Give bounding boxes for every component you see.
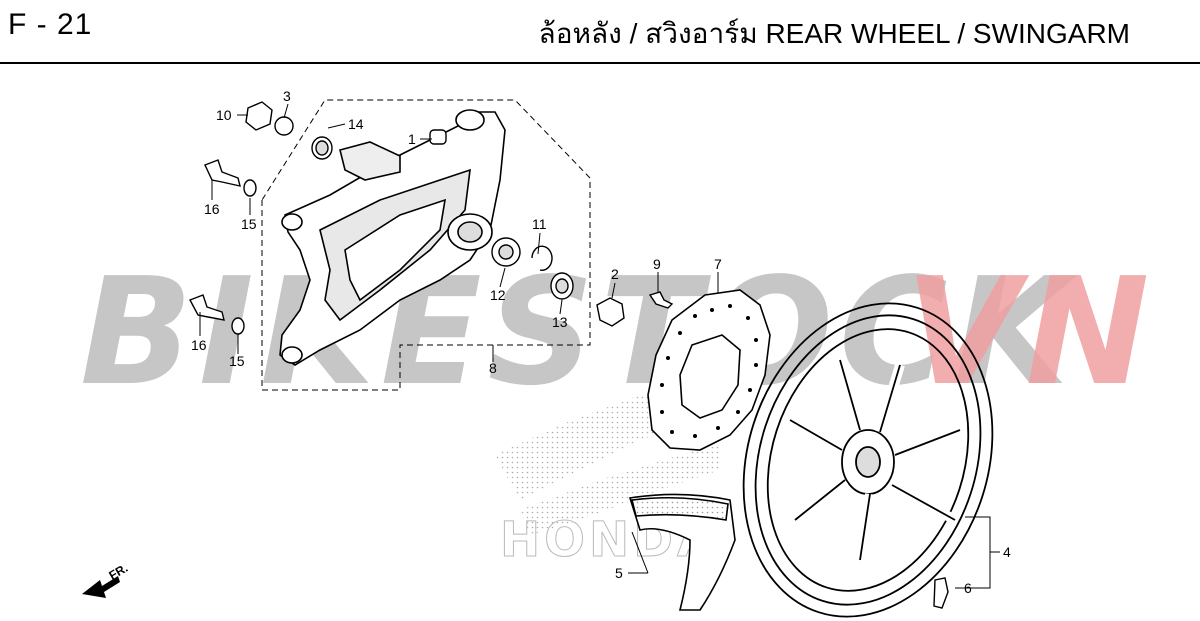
bolt-9	[648, 291, 674, 309]
callout-16-upper: 16	[204, 201, 220, 217]
page-code: F - 21	[8, 8, 93, 41]
circlip-11	[531, 245, 553, 271]
callout-10: 10	[216, 107, 232, 123]
header-divider	[0, 62, 1200, 64]
callout-13: 13	[552, 314, 568, 330]
washer-15-upper	[243, 179, 257, 197]
callout-15-lower: 15	[229, 353, 245, 369]
callout-9: 9	[653, 256, 661, 272]
front-direction-arrow: FR.	[82, 561, 130, 598]
callout-1: 1	[408, 131, 416, 147]
callout-5: 5	[615, 565, 623, 581]
front-direction-label: FR.	[107, 561, 131, 583]
callout-16-lower: 16	[191, 337, 207, 353]
tire-5	[628, 493, 736, 611]
swingarm-group-outline	[261, 99, 591, 391]
collar-2	[596, 297, 625, 327]
callout-3: 3	[283, 88, 291, 104]
callout-15-upper: 15	[241, 216, 257, 232]
swingarm	[279, 109, 506, 366]
callout-11: 11	[532, 216, 547, 232]
nut-10	[245, 101, 273, 131]
washer-15-lower	[231, 317, 245, 335]
callout-labels: 10 3 14 1 16 15 16 15 11 12 13 2 9 7 8 4…	[191, 88, 1011, 596]
brake-disc-7	[647, 289, 771, 451]
valve-6	[933, 577, 949, 609]
bolt-16-upper	[204, 159, 241, 187]
leader-lines	[199, 103, 1000, 589]
callout-6: 6	[964, 580, 972, 596]
callout-7: 7	[714, 256, 722, 272]
callout-14: 14	[348, 116, 364, 132]
collar-3	[274, 116, 294, 136]
callout-12: 12	[490, 287, 506, 303]
watermark-text-vn: VN	[905, 246, 1155, 418]
parts	[189, 101, 949, 609]
callout-4: 4	[1003, 544, 1011, 560]
bushing-1	[429, 129, 447, 145]
callout-8: 8	[489, 360, 497, 376]
page-title: ล้อหลัง / สวิงอาร์ม REAR WHEEL / SWINGAR…	[538, 18, 1130, 49]
rear-wheel-4	[742, 302, 994, 618]
callout-2: 2	[611, 266, 619, 282]
